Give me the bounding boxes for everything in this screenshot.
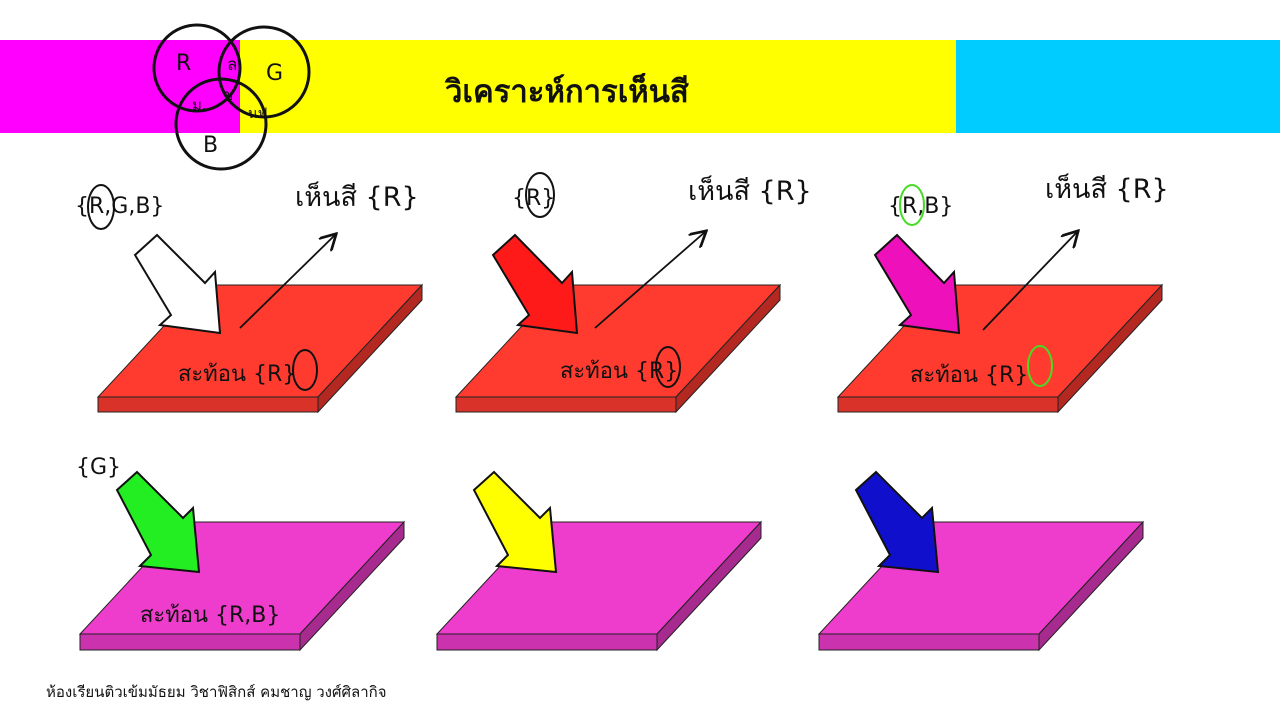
reflect-label-3: สะท้อน {R}	[910, 363, 1028, 388]
incident-arrow-white	[133, 233, 222, 335]
incident-arrow-red	[491, 233, 579, 335]
venn-label-magenta: ม.	[192, 96, 207, 114]
plate-4	[78, 520, 406, 652]
incident-light-label-3: {R,B}	[888, 194, 953, 219]
incident-light-label-2: {R}	[512, 186, 555, 211]
plate-2	[454, 283, 782, 414]
yellow-band	[240, 40, 956, 133]
r-circle-mark-1	[87, 184, 115, 230]
reflect-label-4: สะท้อน {R,B}	[140, 603, 280, 628]
r-circle-mark-1b	[292, 349, 318, 391]
incident-arrow-magenta	[873, 233, 961, 335]
magenta-band	[0, 40, 240, 133]
seen-color-label-3: เห็นสี {R}	[1045, 171, 1169, 205]
venn-circle-blue	[174, 77, 268, 171]
reflected-arrow-3	[982, 232, 1077, 331]
seen-color-label-1: เห็นสี {R}	[295, 179, 419, 213]
reflect-label-2: สะท้อน {R}	[560, 359, 678, 384]
cyan-band	[956, 40, 1280, 133]
seen-color-label-2: เห็นสี {R}	[688, 173, 812, 207]
incident-arrow-yellow	[472, 470, 558, 574]
venn-label-yellow: ล.	[227, 55, 243, 75]
reflected-arrow-2	[594, 232, 705, 329]
r-circle-mark-3b	[1027, 345, 1053, 387]
panel-1: {R,G,B} เห็นสี {R} สะท้อน {R}	[75, 179, 424, 414]
venn-label-white: ข	[223, 86, 233, 104]
incident-arrow-blue	[854, 470, 940, 574]
r-circle-mark-2	[525, 172, 555, 218]
panel-6	[817, 470, 1145, 652]
r-circle-mark-3	[899, 184, 925, 226]
header-banner	[0, 40, 1280, 133]
reflect-label-1: สะท้อน {R}	[178, 362, 296, 387]
plate-1	[96, 283, 424, 414]
panel-4: {G} สะท้อน {R,B}	[76, 455, 406, 652]
plate-6	[817, 520, 1145, 652]
venn-label-blue: B	[203, 133, 218, 158]
panel-5	[435, 470, 763, 652]
venn-label-cyan: นฟ.	[248, 106, 272, 122]
footer-credit: ห้องเรียนติวเข้มมัธยม วิชาฟิสิกส์ คมชาญ …	[46, 683, 387, 701]
panel-2: {R} เห็นสี {R} สะท้อน {R}	[454, 172, 812, 414]
incident-light-label-4: {G}	[76, 455, 121, 480]
page-title: วิเคราะห์การเห็นสี	[445, 74, 689, 110]
panel-3: {R,B} เห็นสี {R} สะท้อน {R}	[836, 171, 1169, 414]
venn-diagram	[152, 23, 311, 171]
incident-arrow-green	[115, 470, 201, 574]
venn-label-red: R	[176, 51, 191, 76]
venn-label-green: G	[266, 61, 283, 86]
reflected-arrow-1	[239, 235, 335, 329]
plate-3	[836, 283, 1164, 414]
r-circle-mark-2b	[655, 346, 681, 388]
venn-circle-red	[152, 23, 242, 113]
plate-5	[435, 520, 763, 652]
